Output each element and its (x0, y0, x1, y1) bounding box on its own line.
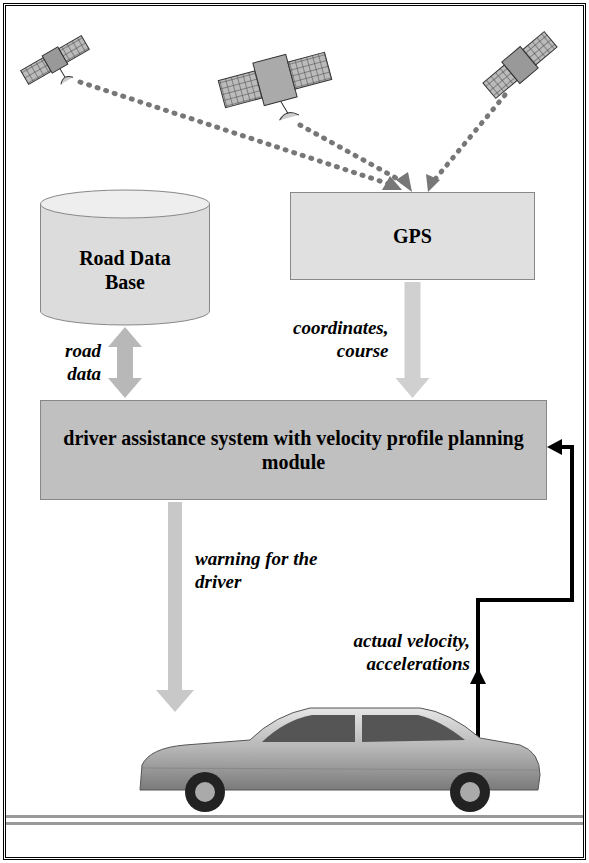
road (6, 815, 583, 825)
node-text: driver assistance system with velocity p… (41, 426, 546, 474)
node-text: Road Data Base (65, 246, 185, 294)
process-box: driver assistance system with velocity p… (40, 400, 547, 500)
flow-label: actual velocity, accelerations (330, 630, 470, 676)
database-cylinder: Road Data Base (40, 190, 210, 325)
signal-line (80, 82, 505, 185)
edge-label: road data (41, 340, 101, 386)
flow-label: warning for the driver (195, 548, 335, 594)
data-flow-arrow (396, 282, 430, 398)
data-flow-arrow (108, 327, 142, 398)
satellite (480, 29, 559, 102)
gps-box: GPS (290, 192, 535, 280)
car (140, 708, 540, 812)
satellite (216, 45, 338, 133)
signal-arrowhead (382, 172, 440, 192)
edge-label: coordinates, course (259, 317, 389, 363)
node-text: GPS (393, 224, 432, 248)
warning-arrow (156, 502, 194, 712)
satellite (20, 34, 98, 98)
